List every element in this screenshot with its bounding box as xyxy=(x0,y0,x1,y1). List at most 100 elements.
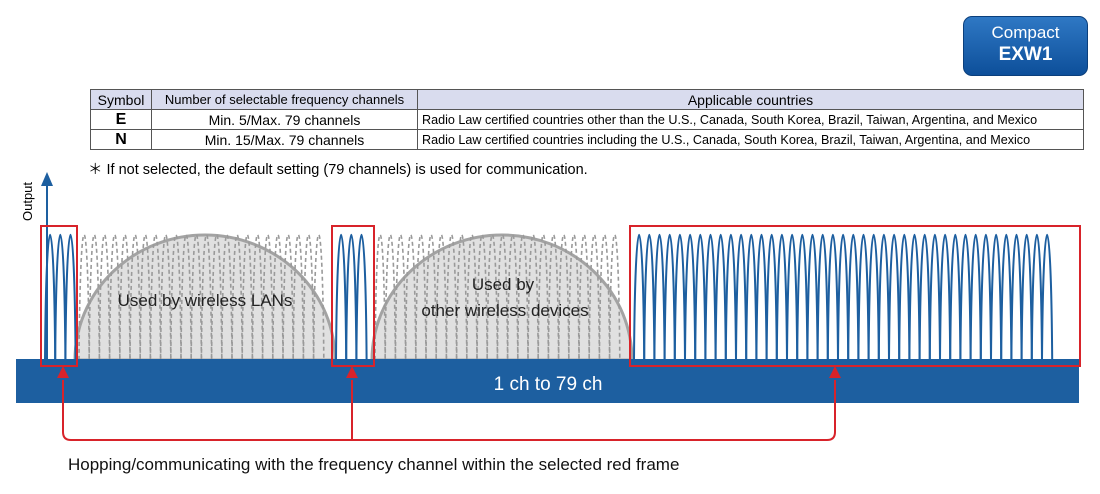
other-devices-label-line1: Used by xyxy=(472,275,535,294)
unused-channel-wave xyxy=(578,234,590,361)
selected-channel-wave xyxy=(806,234,819,361)
selected-channel-wave xyxy=(775,234,788,361)
selected-channel-wave xyxy=(928,234,941,361)
selected-channel-wave xyxy=(673,234,686,361)
selected-channel-wave xyxy=(939,234,952,361)
unused-channel-wave xyxy=(241,234,254,361)
selected-channel-wave xyxy=(345,234,358,361)
selected-channel-wave xyxy=(979,234,992,361)
selected-channel-wave xyxy=(888,234,901,361)
unused-channel-wave xyxy=(302,234,315,361)
unused-channel-wave xyxy=(78,234,90,361)
row-channels: Min. 15/Max. 79 channels xyxy=(151,129,418,150)
badge-line-compact: Compact xyxy=(991,23,1060,42)
unused-channel-wave xyxy=(312,234,325,361)
unused-channel-wave xyxy=(221,234,233,361)
hopping-caption: Hopping/communicating with the frequency… xyxy=(68,455,679,474)
unused-channel-wave xyxy=(557,234,570,361)
unused-channel-wave xyxy=(231,234,243,361)
selected-channel-wave xyxy=(663,234,676,361)
other-devices-dome xyxy=(370,233,634,362)
hopping-bracket xyxy=(62,380,836,441)
selected-channel-wave xyxy=(826,234,839,361)
table-row: N Min. 15/Max. 79 channels Radio Law cer… xyxy=(90,129,1084,150)
unused-channel-wave xyxy=(139,234,152,361)
selected-frame-3 xyxy=(629,225,1081,367)
unused-channel-wave xyxy=(415,234,427,361)
unused-channel-wave xyxy=(568,234,580,361)
selected-channel-wave xyxy=(837,234,850,361)
selected-channel-wave xyxy=(54,234,67,361)
selected-channel-wave xyxy=(1020,234,1033,361)
row-countries: Radio Law certified countries including … xyxy=(417,129,1084,150)
unused-channel-wave xyxy=(149,234,162,361)
selected-channel-wave xyxy=(355,234,368,361)
unused-channel-wave xyxy=(272,234,284,361)
selected-channel-waves xyxy=(44,234,1054,361)
unused-channel-wave xyxy=(425,234,437,361)
unused-channel-wave xyxy=(476,234,488,361)
selected-channel-wave xyxy=(745,234,758,361)
selected-channel-wave xyxy=(949,234,962,361)
badge-line-model: EXW1 xyxy=(998,44,1053,65)
unused-channel-wave xyxy=(404,234,417,361)
unused-channel-wave xyxy=(88,234,101,361)
arrow-up-icon xyxy=(829,366,841,378)
unused-channel-wave xyxy=(486,234,499,361)
unused-channel-wave xyxy=(210,234,223,361)
selected-channel-wave xyxy=(857,234,870,361)
unused-channel-wave xyxy=(119,234,131,361)
selected-channel-wave xyxy=(959,234,972,361)
selected-channel-wave xyxy=(44,234,57,361)
wireless-lan-label: Used by wireless LANs xyxy=(118,291,293,310)
unused-channel-wave xyxy=(129,234,141,361)
unused-channel-wave xyxy=(394,234,407,361)
selected-frame-1 xyxy=(40,225,78,367)
selected-channel-wave xyxy=(990,234,1003,361)
unused-channel-wave xyxy=(190,234,203,361)
row-countries: Radio Law certified countries other than… xyxy=(417,109,1084,130)
unused-channel-wave xyxy=(292,234,305,361)
selected-channel-wave xyxy=(755,234,768,361)
unused-channel-wave xyxy=(588,234,601,361)
selected-channel-wave xyxy=(724,234,737,361)
unused-channel-wave xyxy=(98,234,111,361)
selected-channel-wave xyxy=(684,234,697,361)
arrow-up-icon xyxy=(57,366,69,378)
unused-channel-wave xyxy=(466,234,478,361)
unused-channel-wave xyxy=(159,234,172,361)
channel-band-label: 1 ch to 79 ch xyxy=(494,374,603,395)
selected-channel-wave xyxy=(1041,234,1054,361)
table-row: E Min. 5/Max. 79 channels Radio Law cert… xyxy=(90,109,1084,130)
selected-channel-wave xyxy=(653,234,666,361)
selected-channel-wave xyxy=(694,234,707,361)
product-badge: Compact EXW1 xyxy=(963,16,1088,76)
selected-channel-wave xyxy=(335,234,348,361)
selected-frame-2 xyxy=(331,225,375,367)
selected-channel-wave xyxy=(847,234,860,361)
selected-channel-wave xyxy=(918,234,931,361)
unused-channel-wave xyxy=(455,234,468,361)
selected-channel-wave xyxy=(877,234,890,361)
arrow-up-icon xyxy=(346,366,358,378)
unused-channel-wave xyxy=(547,234,560,361)
selected-channel-wave xyxy=(816,234,829,361)
selected-channel-wave xyxy=(633,234,646,361)
selected-channel-wave xyxy=(908,234,921,361)
unused-channel-wave xyxy=(374,234,386,361)
unused-channel-wave xyxy=(282,234,294,361)
unused-channel-wave xyxy=(496,234,509,361)
output-axis-arrow-icon xyxy=(41,172,53,186)
unused-channel-wave xyxy=(180,234,192,361)
selected-channel-wave xyxy=(786,234,799,361)
output-axis-label: Output xyxy=(20,182,35,221)
unused-channel-wave xyxy=(445,234,458,361)
selected-channel-wave xyxy=(1000,234,1013,361)
unused-channel-wave xyxy=(200,234,213,361)
unused-channel-wave xyxy=(608,234,621,361)
row-channels: Min. 5/Max. 79 channels xyxy=(151,109,418,130)
channel-spec-table: Symbol Number of selectable frequency ch… xyxy=(90,89,1084,150)
selected-channel-wave xyxy=(64,234,77,361)
selected-channel-wave xyxy=(735,234,748,361)
